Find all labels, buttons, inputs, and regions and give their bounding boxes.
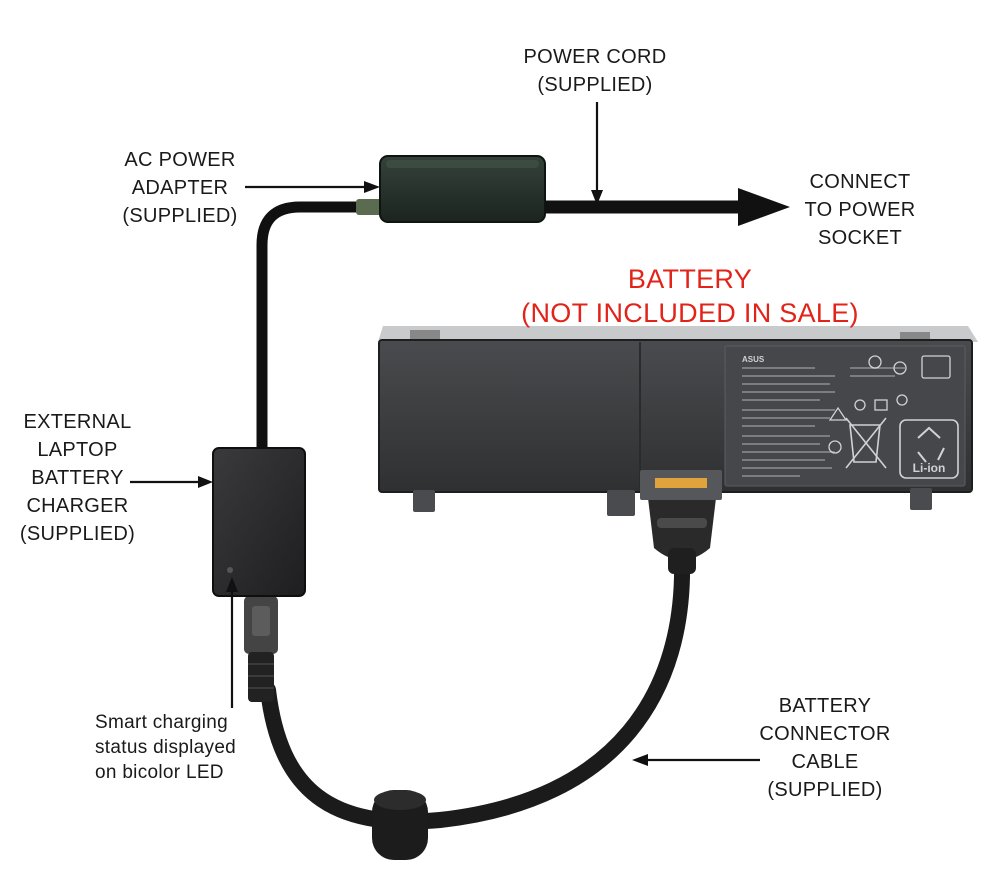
battery-label — [724, 345, 966, 487]
battery-title: BATTERY — [627, 264, 753, 294]
connector-cable-label: BATTERY CONNECTOR CABLE (SUPPLIED) — [745, 692, 905, 804]
pointer-arrows — [130, 102, 760, 766]
ac-adapter-label: AC POWER ADAPTER (SUPPLIED) — [100, 146, 260, 230]
battery-brand-logo: ASUS — [742, 355, 765, 364]
charger-label-line3: BATTERY — [31, 467, 124, 489]
power-socket-label: CONNECT TO POWER SOCKET — [780, 168, 940, 252]
charger-label-line1: EXTERNAL — [23, 411, 132, 433]
power-socket-label-line2: TO POWER — [804, 199, 916, 221]
recycle-icon: Li-ion — [899, 419, 959, 479]
connector-cable-label-line3: CABLE — [791, 751, 859, 773]
ac-adapter-label-line3: (SUPPLIED) — [122, 205, 238, 227]
battery-connector-cable — [260, 552, 691, 830]
cable-strain-relief — [356, 199, 382, 215]
led-note-line1: Smart charging — [95, 712, 229, 733]
charger-label-line5: (SUPPLIED) — [19, 523, 136, 545]
compliance-icons — [828, 355, 951, 454]
weee-bin-icon — [845, 417, 887, 469]
power-socket-label-line1: CONNECT — [809, 171, 911, 193]
power-cord-label: POWER CORD (SUPPLIED) — [500, 43, 690, 99]
ac-adapter-label-line2: ADAPTER — [131, 177, 229, 199]
power-cord-label-line2: (SUPPLIED) — [537, 74, 653, 96]
dc-cable — [256, 201, 378, 455]
battery-plug — [648, 498, 716, 574]
external-battery-charger — [212, 447, 306, 597]
battery-label-text: BATTERY (NOT INCLUDED IN SALE) — [500, 262, 880, 330]
battery-note: (NOT INCLUDED IN SALE) — [521, 298, 859, 328]
charger-label: EXTERNAL LAPTOP BATTERY CHARGER (SUPPLIE… — [5, 408, 150, 548]
power-cord — [545, 188, 790, 226]
ferrite-bead — [372, 790, 428, 860]
connector-cable-label-line1: BATTERY — [778, 695, 872, 717]
battery-pack: ASUS Li-ion — [378, 326, 978, 516]
power-socket-label-line3: SOCKET — [817, 227, 903, 249]
connector-cable-label-line2: CONNECTOR — [759, 723, 891, 745]
led-note-line2: status displayed — [95, 737, 237, 758]
charger-label-line4: CHARGER — [26, 495, 129, 517]
charger-plug — [244, 596, 278, 702]
ac-adapter-label-line1: AC POWER — [124, 149, 236, 171]
ac-power-adapter — [379, 155, 546, 223]
connector-cable-label-line4: (SUPPLIED) — [767, 779, 883, 801]
led-note-line3: on bicolor LED — [95, 762, 224, 783]
bicolor-led-icon — [227, 567, 233, 573]
led-note: Smart charging status displayed on bicol… — [95, 710, 260, 785]
charger-label-line2: LAPTOP — [37, 439, 118, 461]
power-cord-label-line1: POWER CORD — [523, 46, 667, 68]
battery-chemistry-label: Li-ion — [913, 461, 946, 475]
